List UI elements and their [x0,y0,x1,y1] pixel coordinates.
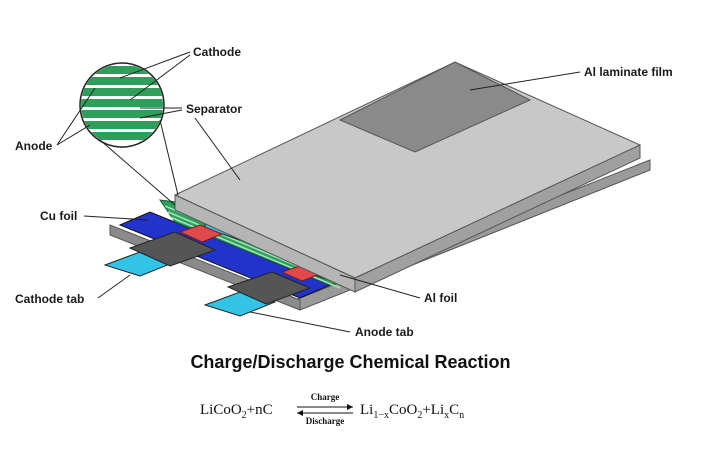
cathode-pad [128,231,217,267]
laminate-patch [338,61,532,153]
leader-separator [194,117,241,181]
leader-cu-foil [83,215,149,221]
label-cu-foil: Cu foil [40,209,77,223]
leader-anode [56,87,96,146]
leader-cathode [129,54,191,101]
anode-pad [226,271,312,305]
label-anode-tab: Anode tab [355,325,414,339]
double-arrow-icon [297,404,353,416]
red-patch [178,224,224,243]
leader-anode [56,124,91,146]
label-cathode-tab: Cathode tab [15,292,84,306]
leader-separator [139,109,183,119]
label-anode: Anode [15,139,53,153]
equilibrium-arrows: Charge Discharge [293,392,357,432]
leader-laminate [469,71,581,91]
label-al-foil: Al foil [424,291,457,305]
leader-anode-tab [249,311,351,333]
label-separator: Separator [186,102,242,116]
equation-reactants: LiCoO2+nC [200,402,273,421]
reaction-heading: Charge/Discharge Chemical Reaction [190,352,511,372]
discharge-label: Discharge [305,416,345,426]
leader-cathode-tab [97,274,131,299]
connector-line [99,139,176,206]
connector-line [159,119,179,196]
leader-al-foil [339,274,421,299]
charge-label: Charge [310,392,340,402]
leader-cathode [119,51,191,79]
magnifier-layers [81,66,163,140]
label-al-laminate-film: Al laminate film [584,65,673,79]
label-cathode: Cathode [193,45,241,59]
equation-products: Li1−xCoO2+LixCn [360,402,465,421]
chemical-equation: LiCoO2+nC Charge Discharge Li1−xCoO2+Lix… [150,392,570,432]
